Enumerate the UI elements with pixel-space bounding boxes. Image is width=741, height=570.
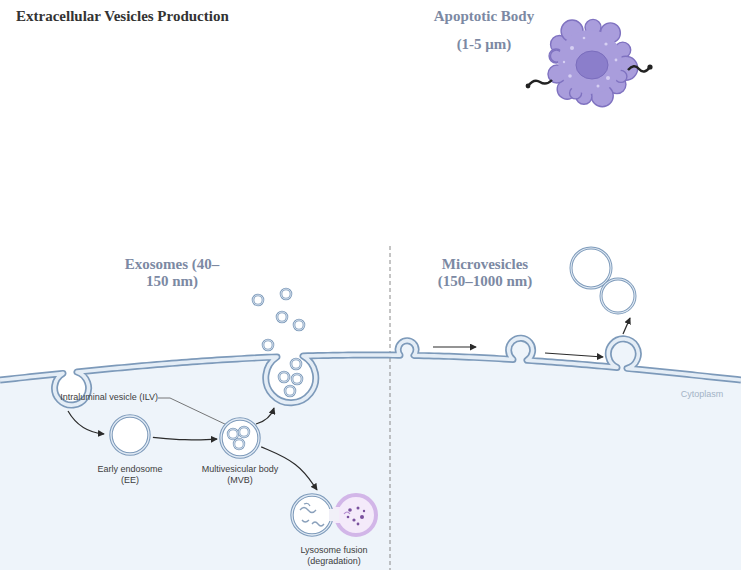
multivesicular-body-shape bbox=[219, 417, 261, 459]
exosome-vesicles bbox=[294, 320, 304, 330]
released-microvesicles bbox=[571, 248, 611, 288]
lysosome-fusion-shape bbox=[363, 510, 365, 512]
lysosome-fusion-shape bbox=[288, 490, 380, 540]
exosome-vesicles bbox=[281, 289, 291, 299]
plasma-membrane bbox=[0, 338, 741, 405]
exosome-vesicles bbox=[281, 289, 291, 299]
process-arrows bbox=[623, 318, 630, 334]
exosome-vesicles bbox=[263, 340, 273, 350]
lysosome-fusion-shape bbox=[292, 495, 332, 535]
lysosome-fusion-shape bbox=[292, 495, 332, 535]
section-heading: Microvesicles (150–1000 nm) bbox=[425, 256, 545, 290]
lysosome-fusion-shape bbox=[304, 503, 310, 506]
apoptotic-body-shape bbox=[570, 46, 574, 50]
released-microvesicles bbox=[571, 248, 611, 288]
node-label: Lysosome fusion (degradation) bbox=[296, 545, 372, 567]
multivesicular-body-shape bbox=[228, 429, 238, 439]
exosome-vesicles bbox=[253, 289, 304, 396]
apoptotic-body-shape bbox=[526, 84, 531, 89]
lysosome-fusion-shape bbox=[312, 522, 324, 526]
apoptotic-body: Apoptotic Body (1-5 μm) bbox=[540, 14, 640, 109]
apoptotic-body-shape bbox=[647, 64, 652, 69]
lysosome-fusion-shape bbox=[357, 523, 360, 526]
plasma-membrane bbox=[0, 338, 741, 405]
apoptotic-body-shape bbox=[606, 76, 610, 80]
multivesicular-body-shape bbox=[221, 419, 259, 457]
exosome-vesicles bbox=[291, 359, 301, 369]
early-endosome-shape bbox=[109, 414, 151, 456]
node-label: Early endosome (EE) bbox=[95, 464, 165, 486]
exosome-vesicles bbox=[253, 295, 263, 305]
section-heading: Exosomes (40–150 nm) bbox=[122, 256, 222, 290]
exosome-vesicles bbox=[291, 359, 301, 369]
released-microvesicles bbox=[601, 279, 635, 313]
divider-line bbox=[390, 246, 391, 570]
multivesicular-body-shape bbox=[221, 419, 259, 457]
lysosome-fusion-shape bbox=[344, 512, 350, 514]
apoptotic-body-shape bbox=[568, 74, 572, 78]
exosome-vesicles bbox=[263, 340, 273, 350]
exosome-vesicles bbox=[277, 312, 287, 322]
process-arrows bbox=[545, 353, 603, 357]
lysosome-fusion: Lysosome fusion (degradation) bbox=[288, 490, 380, 540]
apoptotic-body-shape bbox=[558, 30, 622, 94]
exosome-vesicles bbox=[294, 320, 304, 330]
lysosome-fusion-shape bbox=[329, 509, 339, 521]
multivesicular-body-shape bbox=[239, 427, 249, 437]
multivesicular-body-shape bbox=[239, 427, 249, 437]
exosome-vesicles bbox=[285, 386, 295, 396]
lysosome-fusion-shape bbox=[302, 520, 309, 522]
exosome-vesicles bbox=[277, 312, 287, 322]
lysosome-fusion-shape bbox=[347, 516, 350, 519]
apoptotic-body-shape bbox=[597, 85, 600, 88]
process-arrows bbox=[433, 346, 476, 347]
released-microvesicles bbox=[571, 248, 635, 313]
exosome-vesicles bbox=[292, 374, 302, 384]
callout-label: Intraluminal vesicle (ILV) bbox=[40, 392, 158, 403]
multivesicular-body-shape bbox=[228, 429, 238, 439]
apoptotic-body-shape bbox=[604, 42, 607, 45]
apoptotic-body-shape bbox=[583, 37, 586, 40]
leader-line bbox=[158, 398, 229, 426]
node-label: Multivesicular body (MVB) bbox=[194, 464, 286, 486]
exosome-vesicles bbox=[279, 372, 289, 382]
apoptotic-body-shape bbox=[540, 14, 640, 109]
lysosome-fusion-shape bbox=[348, 508, 352, 512]
multivesicular-body-shape bbox=[234, 439, 244, 449]
apoptotic-body-shape bbox=[563, 61, 565, 63]
lysosome-fusion-shape bbox=[360, 515, 364, 519]
region-label: Cytoplasm bbox=[670, 389, 734, 400]
node-label: Apoptotic Body (1-5 μm) bbox=[429, 2, 539, 58]
cytoplasm-area bbox=[0, 338, 741, 570]
early-endosome-shape bbox=[111, 416, 149, 454]
exosome-vesicles bbox=[279, 372, 289, 382]
apoptotic-body-shape bbox=[528, 80, 552, 86]
lysosome-fusion-shape bbox=[300, 508, 316, 513]
exosome-vesicles bbox=[292, 374, 302, 384]
exosome-vesicles bbox=[285, 386, 295, 396]
process-arrows bbox=[256, 408, 274, 424]
apoptotic-body-shape bbox=[628, 66, 650, 71]
process-arrows bbox=[68, 411, 104, 434]
process-arrow bbox=[153, 437, 217, 440]
process-arrow bbox=[261, 447, 317, 490]
multivesicular-body-shape bbox=[234, 439, 244, 449]
multivesicular-body: Multivesicular body (MVB) bbox=[219, 417, 261, 459]
apoptotic-body-shape bbox=[615, 59, 618, 62]
released-microvesicles bbox=[601, 279, 635, 313]
diagram-title: Extracellular Vesicles Production bbox=[16, 8, 229, 25]
exosome-vesicles bbox=[253, 295, 263, 305]
lysosome-fusion-shape bbox=[352, 518, 355, 521]
early-endosome: Early endosome (EE) bbox=[109, 414, 151, 456]
early-endosome-shape bbox=[111, 416, 149, 454]
apoptotic-body-shape bbox=[576, 51, 608, 79]
process-arrows bbox=[68, 318, 630, 434]
lysosome-fusion-shape bbox=[357, 507, 360, 510]
